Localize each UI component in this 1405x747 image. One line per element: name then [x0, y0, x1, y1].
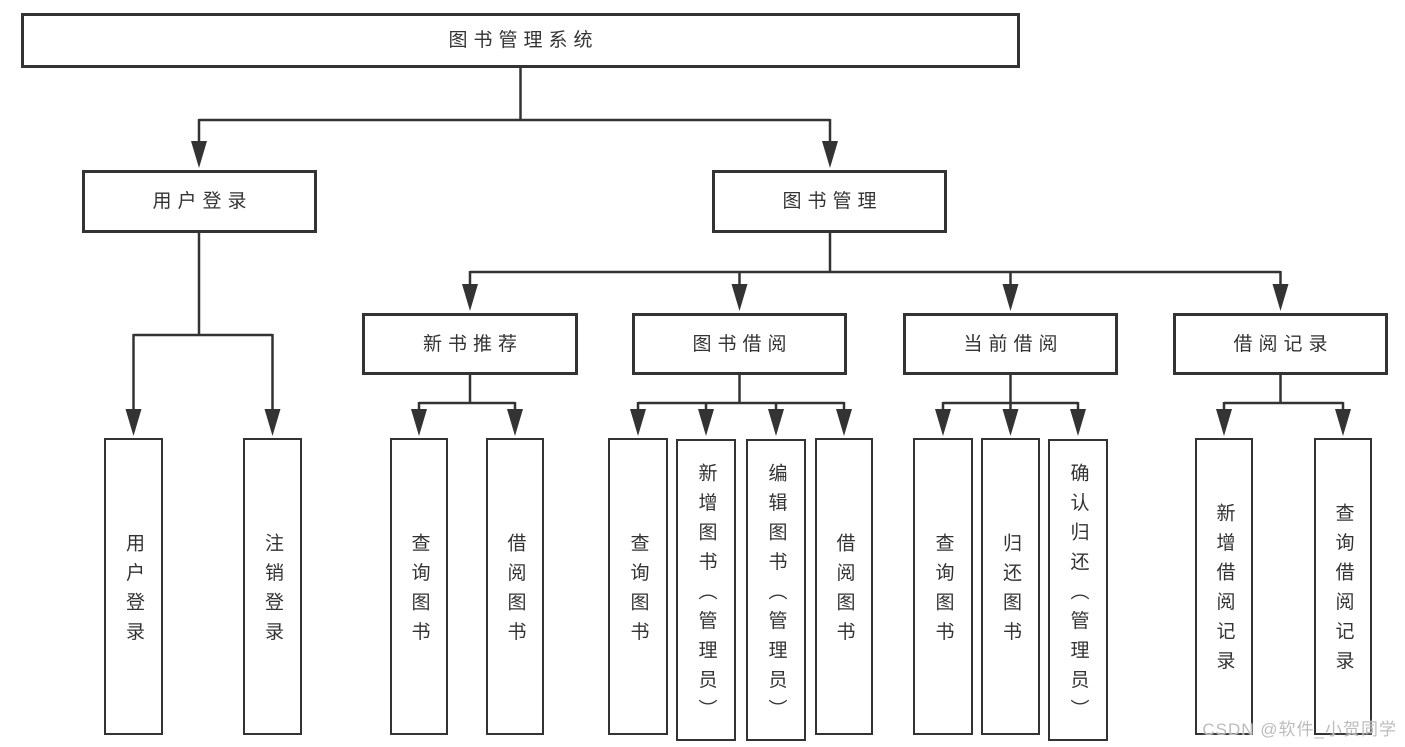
connector-root-to-level2	[191, 68, 838, 168]
connector-borrowing-records-to-leaves	[1216, 375, 1351, 436]
connector-new-book-recommend-to-leaves	[411, 375, 523, 436]
connector-current-borrowing-to-leaves	[935, 375, 1086, 436]
node-borrowing-records: 借阅记录	[1173, 313, 1388, 375]
leaf-current-query-books: 查询图书	[913, 438, 973, 735]
leaf-current-query-books-label: 查询图书	[932, 532, 954, 651]
leaf-borrowing-add-books-admin-label: 新增图书（管理员）	[695, 462, 717, 729]
connector-book-management-to-level3	[462, 232, 1289, 311]
node-current-borrowing: 当前借阅	[903, 313, 1118, 375]
node-root-label: 图书管理系统	[448, 30, 599, 51]
leaf-records-query-borrow-record-label: 查询借阅记录	[1332, 503, 1354, 681]
leaf-recommend-query-books: 查询图书	[390, 438, 448, 735]
node-user-login-label: 用户登录	[152, 191, 253, 212]
leaf-recommend-borrow-books: 借阅图书	[486, 438, 544, 735]
leaf-records-add-borrow-record-label: 新增借阅记录	[1213, 503, 1235, 681]
watermark: CSDN @软件_小贺同学	[1202, 720, 1397, 739]
node-book-management: 图书管理	[712, 170, 947, 233]
leaf-current-return-books: 归还图书	[981, 438, 1040, 735]
node-user-login: 用户登录	[82, 170, 317, 233]
leaf-user-login: 用户登录	[104, 438, 163, 735]
connector-book-borrowing-to-leaves	[630, 375, 852, 436]
node-borrowing-records-label: 借阅记录	[1233, 333, 1334, 355]
node-book-management-label: 图书管理	[782, 191, 883, 212]
node-new-book-recommend: 新书推荐	[362, 313, 578, 375]
leaf-logout-label: 注销登录	[262, 532, 283, 651]
connector-user-login-to-leaves	[125, 232, 281, 436]
node-root: 图书管理系统	[21, 13, 1020, 68]
node-book-borrowing-label: 图书借阅	[692, 333, 793, 355]
leaf-borrowing-edit-books-admin: 编辑图书（管理员）	[746, 439, 806, 741]
leaf-user-login-label: 用户登录	[123, 532, 144, 651]
node-book-borrowing: 图书借阅	[632, 313, 847, 375]
leaf-records-add-borrow-record: 新增借阅记录	[1195, 438, 1253, 735]
leaf-current-confirm-return-admin: 确认归还（管理员）	[1048, 439, 1108, 741]
leaf-current-return-books-label: 归还图书	[1000, 532, 1021, 651]
leaf-records-query-borrow-record: 查询借阅记录	[1314, 438, 1372, 735]
leaf-borrowing-edit-books-admin-label: 编辑图书（管理员）	[765, 462, 787, 729]
leaf-borrowing-borrow-books: 借阅图书	[815, 438, 873, 735]
leaf-recommend-query-books-label: 查询图书	[408, 532, 430, 651]
leaf-current-confirm-return-admin-label: 确认归还（管理员）	[1067, 462, 1089, 729]
node-new-book-recommend-label: 新书推荐	[422, 333, 523, 355]
leaf-borrowing-borrow-books-label: 借阅图书	[833, 532, 855, 651]
leaf-recommend-borrow-books-label: 借阅图书	[504, 532, 526, 651]
node-current-borrowing-label: 当前借阅	[963, 333, 1064, 355]
leaf-logout: 注销登录	[243, 438, 302, 735]
leaf-borrowing-query-books: 查询图书	[608, 438, 668, 735]
leaf-borrowing-query-books-label: 查询图书	[627, 532, 649, 651]
leaf-borrowing-add-books-admin: 新增图书（管理员）	[676, 439, 736, 741]
